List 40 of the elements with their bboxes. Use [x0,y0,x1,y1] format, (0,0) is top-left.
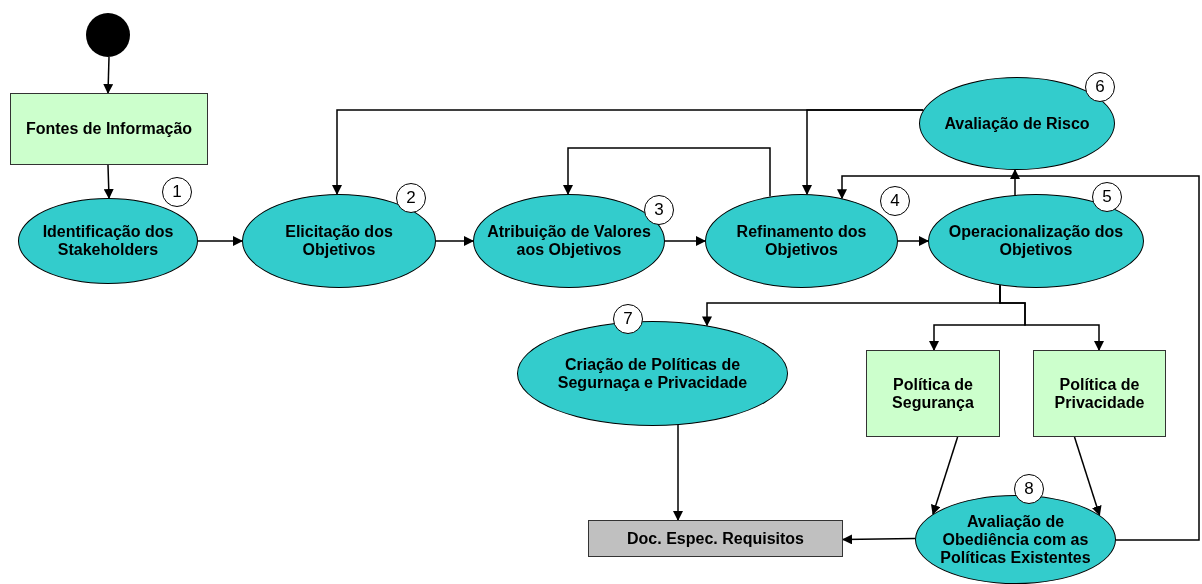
step-number: 7 [613,304,643,334]
node-label: Atribuição de Valores aos Objetivos [486,223,652,259]
data-box [10,93,208,165]
node-label: Identificação dos Stakeholders [41,223,175,259]
document-box [588,520,843,557]
arrow [842,534,916,545]
arrow [664,236,706,246]
step-number: 5 [1092,182,1122,212]
node-label: Criação de Políticas de Segurnaça e Privacidade [556,355,749,392]
node-label: Política de Privacidade [1053,375,1146,412]
node-label: Política de Segurança [891,375,975,412]
arrow [197,236,243,246]
arrow [999,284,1104,351]
node-label: Elicitação dos Objetivos [284,223,394,259]
arrow [563,147,771,198]
step-number: 3 [644,195,674,225]
arrow [897,236,929,246]
arrow [103,56,114,94]
arrow [837,175,1200,541]
data-box [866,350,1000,437]
arrow [1073,436,1102,517]
data-box [1033,350,1166,437]
arrow [673,424,683,521]
arrow [930,436,959,516]
node-label: Refinamento dos Objetivos [735,223,868,259]
step-number: 4 [880,186,910,216]
node-label: Doc. Espec. Requisitos [626,529,805,548]
arrow [103,164,114,199]
start-circle [86,13,130,57]
node-label: Avaliação de Risco [943,114,1091,133]
arrow [1010,169,1020,196]
node-label: Avaliação de Obediência com as Políticas Existentes [939,512,1092,567]
step-number: 6 [1085,72,1115,102]
step-number: 2 [396,183,426,213]
step-number: 1 [162,177,192,207]
arrow [802,109,924,196]
arrow [435,236,474,246]
node-label: Fontes de Informação [24,120,194,138]
node-label: Operacionalização dos Objetivos [947,223,1125,259]
step-number: 8 [1014,474,1044,504]
